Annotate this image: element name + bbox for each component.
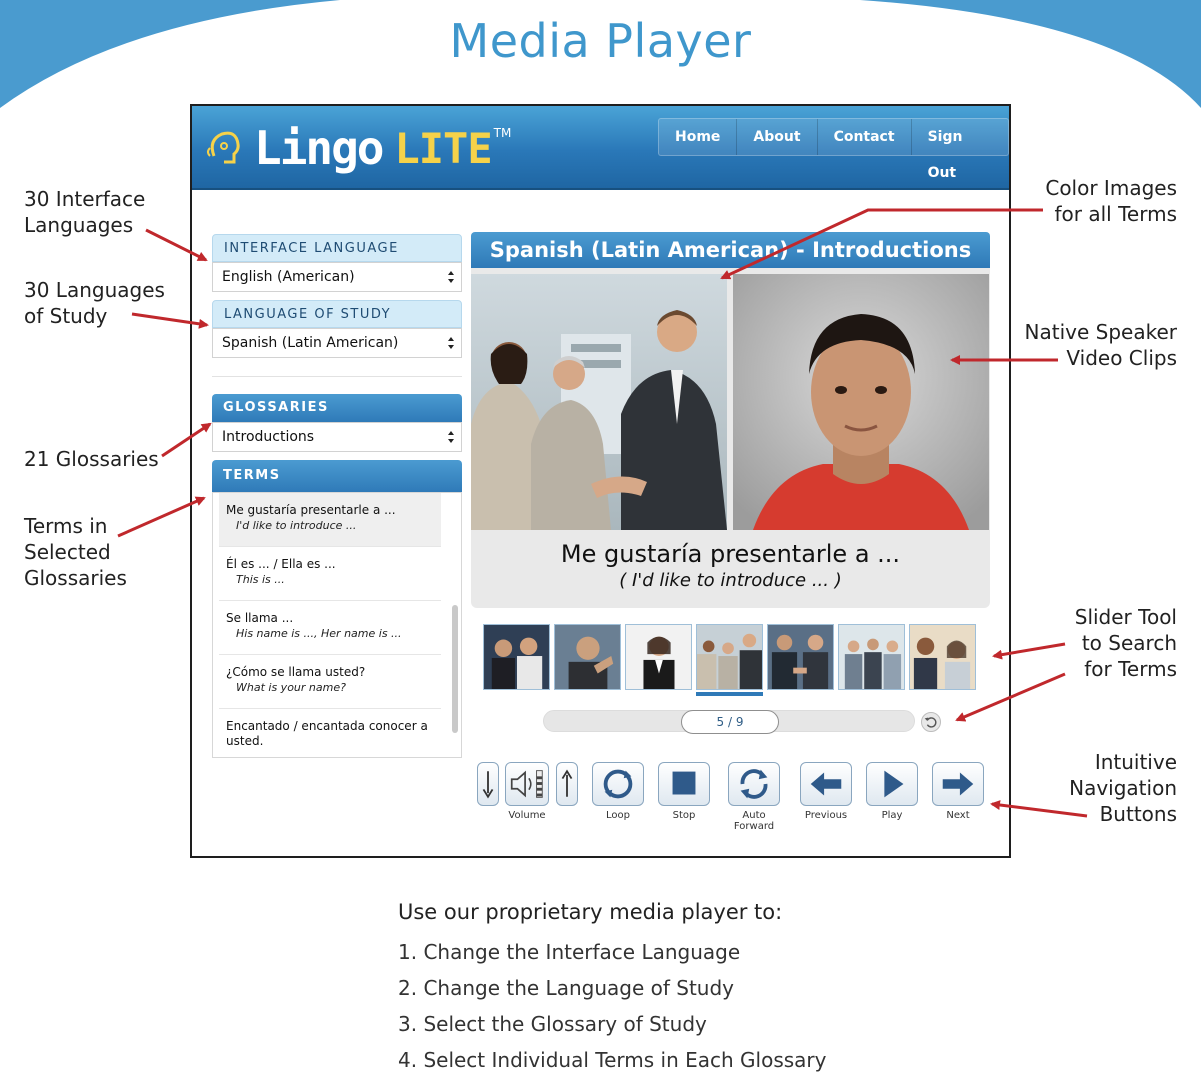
language-of-study-value: Spanish (Latin American) [222,335,399,351]
list-item[interactable]: Se llama ... His name is ..., Her name i… [219,601,441,655]
reset-icon[interactable] [921,712,941,732]
next-label: Next [946,810,970,821]
language-of-study-label: LANGUAGE OF STUDY [212,300,462,328]
list-item: 3. Select the Glossary of Study [398,1012,707,1036]
thumbnail[interactable] [909,624,976,690]
terms-list[interactable]: Me gustaría presentarle a ... I'd like t… [212,492,462,758]
list-item[interactable]: Él es ... / Ella es ... This is ... [219,547,441,601]
list-item[interactable]: Me gustaría presentarle a ... I'd like t… [219,493,441,547]
volume-up-button[interactable] [556,762,578,806]
page-title: Media Player [449,14,752,68]
list-item[interactable]: ¿Cómo se llama usted? What is your name? [219,655,441,709]
panel-divider [212,376,462,377]
app-header: Lingo LITE TM Home About Contact Sign Ou… [192,106,1009,190]
volume-icon[interactable] [505,762,549,806]
loop-label: Loop [606,810,630,821]
term-caption-spanish: Me gustaría presentarle a ... [560,540,901,568]
nav-contact[interactable]: Contact [818,119,912,155]
bottom-title: Use our proprietary media player to: [398,900,783,924]
previous-label: Previous [804,810,848,821]
thumbnail[interactable] [838,624,905,690]
interface-language-select[interactable]: English (American) [212,262,462,292]
media-box [471,268,990,608]
auto-forward-button[interactable] [728,762,780,806]
nav-sign-out[interactable]: Sign Out [927,129,963,181]
stop-button[interactable] [658,762,710,806]
thumbnail-active-indicator [696,692,763,696]
select-arrows-icon [448,337,454,349]
glossaries-value: Introductions [222,429,315,445]
play-label: Play [881,810,903,821]
logo-trademark: TM [493,126,512,140]
speaker-head-icon [207,131,240,164]
logo-word: Lingo [254,121,384,175]
app-logo[interactable]: Lingo LITE TM [204,120,511,176]
list-item: 4. Select Individual Terms in Each Gloss… [398,1048,827,1072]
language-of-study-select[interactable]: Spanish (Latin American) [212,328,462,358]
top-banner [0,0,1201,108]
top-nav: Home About Contact Sign Out [658,118,1009,181]
thumbnail[interactable] [696,624,763,690]
speaker-video[interactable] [733,274,989,530]
play-button[interactable] [866,762,918,806]
thumbnail[interactable] [554,624,621,690]
glossaries-select[interactable]: Introductions [212,422,462,452]
thumbnail[interactable] [625,624,692,690]
list-item: 1. Change the Interface Language [398,940,741,964]
content-title: Spanish (Latin American) - Introductions [471,232,990,268]
volume-down-button[interactable] [477,762,499,806]
terms-scrollbar[interactable] [452,605,458,733]
select-arrows-icon [448,431,454,443]
thumbnail[interactable] [767,624,834,690]
glossaries-label: GLOSSARIES [212,394,462,422]
list-item[interactable]: Encantado / encantada conocer a usted. [226,719,428,748]
loop-button[interactable] [592,762,644,806]
logo-lite: LITE [394,123,492,173]
list-item: 2. Change the Language of Study [398,976,734,1000]
callout-glossaries: 21 Glossaries [24,447,159,471]
term-slider-thumb[interactable]: 5 / 9 [681,710,779,734]
select-arrows-icon [448,271,454,283]
thumbnail-strip [483,624,977,696]
app-window: Lingo LITE TM Home About Contact Sign Ou… [190,104,1011,858]
previous-button[interactable] [800,762,852,806]
terms-label: TERMS [212,460,462,492]
term-image[interactable] [471,274,727,530]
nav-about[interactable]: About [737,119,818,155]
interface-language-label: INTERFACE LANGUAGE [212,234,462,262]
volume-label: Volume [508,810,546,821]
term-caption-english: ( I'd like to introduce ... ) [619,570,842,591]
next-button[interactable] [932,762,984,806]
thumbnail[interactable] [483,624,550,690]
nav-home[interactable]: Home [659,119,738,155]
interface-language-value: English (American) [222,269,355,285]
stop-label: Stop [672,810,696,821]
